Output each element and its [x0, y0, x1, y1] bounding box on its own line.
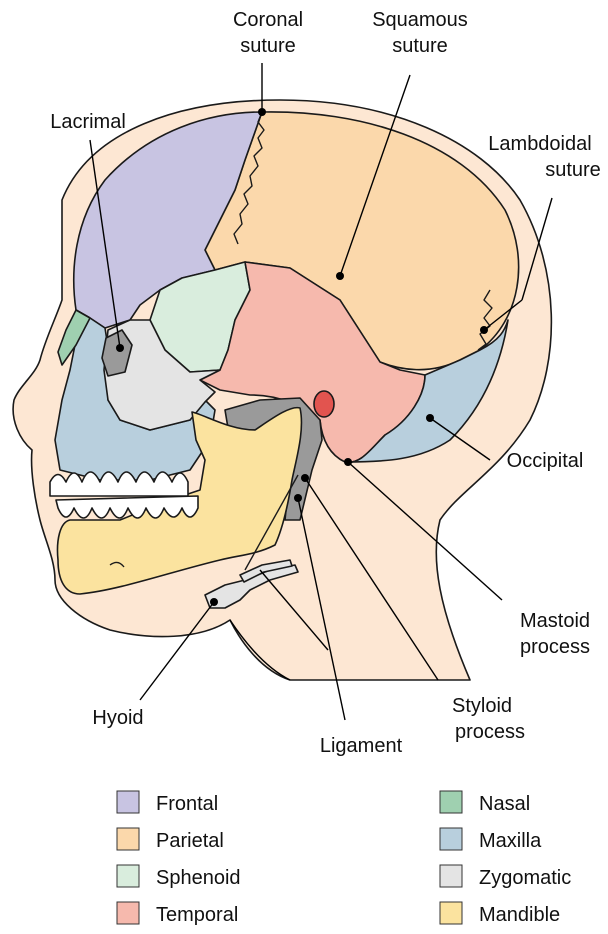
legend-swatch-frontal [117, 791, 139, 813]
legend-swatch-maxilla [440, 828, 462, 850]
mastoid-dot [344, 458, 352, 466]
squamous-label-line1: Squamous [372, 9, 468, 31]
legend-label-sphenoid: Sphenoid [156, 867, 241, 889]
legend-label-zygomatic: Zygomatic [479, 867, 571, 889]
coronal-dot [258, 108, 266, 116]
legend-swatch-parietal [117, 828, 139, 850]
lacrimal-label: Lacrimal [50, 111, 126, 133]
squamous-dot [336, 272, 344, 280]
hyoid-label: Hyoid [92, 707, 143, 729]
legend-label-mandible: Mandible [479, 904, 560, 926]
ear-canal [314, 391, 334, 417]
mastoid-label-line1: Mastoid [520, 610, 590, 632]
legend-label-temporal: Temporal [156, 904, 238, 926]
legend-label-parietal: Parietal [156, 830, 224, 852]
lambdoidal-label-line1: Lambdoidal [488, 133, 591, 155]
legend-swatch-sphenoid [117, 865, 139, 887]
coronal-label-line2: suture [240, 35, 296, 57]
legend-swatch-mandible [440, 902, 462, 924]
hyoid-dot [210, 598, 218, 606]
lambdoidal-dot [480, 326, 488, 334]
legend: Frontal Parietal Sphenoid Temporal Nasal… [117, 791, 571, 926]
lambdoidal-label-line2: suture [545, 159, 601, 181]
mastoid-label-line2: process [520, 636, 590, 658]
lacrimal-dot [116, 344, 124, 352]
legend-swatch-temporal [117, 902, 139, 924]
legend-swatch-zygomatic [440, 865, 462, 887]
styloid-dot [301, 474, 309, 482]
occipital-dot [426, 414, 434, 422]
legend-label-nasal: Nasal [479, 793, 530, 815]
occipital-label: Occipital [507, 450, 584, 472]
legend-label-maxilla: Maxilla [479, 830, 542, 852]
squamous-label-line2: suture [392, 35, 448, 57]
styloid-label-line1: Styloid [452, 695, 512, 717]
legend-swatch-nasal [440, 791, 462, 813]
coronal-label-line1: Coronal [233, 9, 303, 31]
ligament-label: Ligament [320, 735, 403, 757]
styloid-label-line2: process [455, 721, 525, 743]
ligament-dot [294, 494, 302, 502]
legend-label-frontal: Frontal [156, 793, 218, 815]
